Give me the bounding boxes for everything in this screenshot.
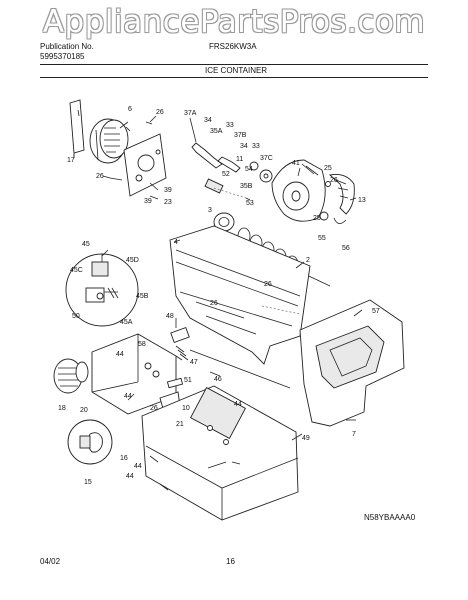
callout-39: 39 [144, 198, 152, 205]
callout-51: 51 [184, 377, 192, 384]
publication-number: 5995370185 [40, 52, 85, 61]
callout-33: 33 [252, 143, 260, 150]
title-rule [40, 77, 428, 78]
part-48-switch [170, 326, 190, 361]
callout-13: 13 [358, 197, 366, 204]
part-41-auger-housing [271, 159, 326, 222]
callout-16: 16 [120, 455, 128, 462]
part-51-clip [166, 377, 184, 389]
callout-18: 18 [58, 405, 66, 412]
callout-6: 6 [128, 106, 132, 113]
detail-circle-45 [65, 253, 139, 327]
callout-33: 33 [226, 122, 234, 129]
callout-50: 50 [72, 313, 80, 320]
part-7-bin-front [299, 299, 405, 427]
page-number: 16 [226, 557, 235, 566]
part-46-rod [189, 349, 291, 389]
callout-49: 49 [302, 435, 310, 442]
screws-bottom [149, 455, 241, 491]
part-6-drive-housing [89, 118, 131, 164]
callout-57: 57 [372, 308, 380, 315]
callout-26: 26 [150, 405, 158, 412]
callout-4: 4 [174, 239, 178, 246]
publication-label: Publication No. [40, 42, 94, 51]
callout-25: 25 [324, 165, 332, 172]
callout-44: 44 [116, 351, 124, 358]
callout-45D: 45D [126, 257, 139, 264]
callout-41: 41 [292, 160, 300, 167]
part-49-housing-base [141, 385, 299, 521]
callout-47: 47 [190, 359, 198, 366]
callout-21: 21 [176, 421, 184, 428]
callout-35B: 35B [240, 183, 253, 190]
callout-44: 44 [134, 463, 142, 470]
part-4-ice-container [169, 225, 311, 365]
callout-26: 26 [96, 173, 104, 180]
callout-58: 58 [138, 341, 146, 348]
diagram-code: N58YBAAAA0 [364, 513, 416, 522]
callout-52: 52 [222, 171, 230, 178]
footer-date: 04/02 [40, 557, 61, 566]
callout-10: 10 [182, 405, 190, 412]
callout-37A: 37A [184, 110, 197, 117]
callout-7: 7 [352, 431, 356, 438]
leader-lines [73, 115, 363, 441]
callout-17: 17 [67, 157, 75, 164]
callout-34: 34 [240, 143, 248, 150]
auger-linkage [191, 142, 273, 201]
callout-3: 3 [208, 207, 212, 214]
callout-26: 26 [264, 281, 272, 288]
callout-26: 26 [156, 109, 164, 116]
callout-2: 2 [306, 257, 310, 264]
callout-45A: 45A [120, 319, 133, 326]
callout-48: 48 [166, 313, 174, 320]
callout-44: 44 [234, 401, 242, 408]
callout-56: 56 [342, 245, 350, 252]
section-title: ICE CONTAINER [205, 66, 268, 75]
model-number: FRS26KW3A [209, 42, 257, 51]
callout-35A: 35A [210, 128, 223, 135]
callout-11: 11 [236, 156, 243, 163]
part-15-lamp-detail [67, 419, 113, 465]
callout-37B: 37B [234, 132, 247, 139]
callout-45B: 45B [136, 293, 149, 300]
callout-15: 15 [84, 479, 92, 486]
callout-46: 46 [214, 376, 222, 383]
callout-45: 45 [82, 241, 90, 248]
part-17-bracket [69, 99, 85, 158]
callout-39: 39 [164, 187, 172, 194]
callout-26: 26 [210, 300, 218, 307]
part-18-motor [53, 358, 89, 394]
screws-left [109, 121, 159, 200]
callout-34: 34 [204, 117, 212, 124]
callout-54: 54 [245, 166, 253, 173]
callout-53: 53 [246, 200, 254, 207]
callout-20: 20 [80, 407, 88, 414]
callout-45C: 45C [70, 267, 83, 274]
callout-55: 55 [318, 235, 326, 242]
callout-37C: 37C [260, 155, 273, 162]
callout-44: 44 [126, 473, 134, 480]
callout-23: 23 [164, 199, 172, 206]
callout-25: 25 [313, 215, 321, 222]
callout-44: 44 [124, 393, 132, 400]
part-13-chute-door [319, 173, 355, 224]
watermark: AppliancePartsPros.com [42, 4, 426, 40]
header-rule [40, 64, 428, 65]
callout-26: 26 [330, 177, 338, 184]
part-23-mounting-plate [123, 133, 167, 197]
